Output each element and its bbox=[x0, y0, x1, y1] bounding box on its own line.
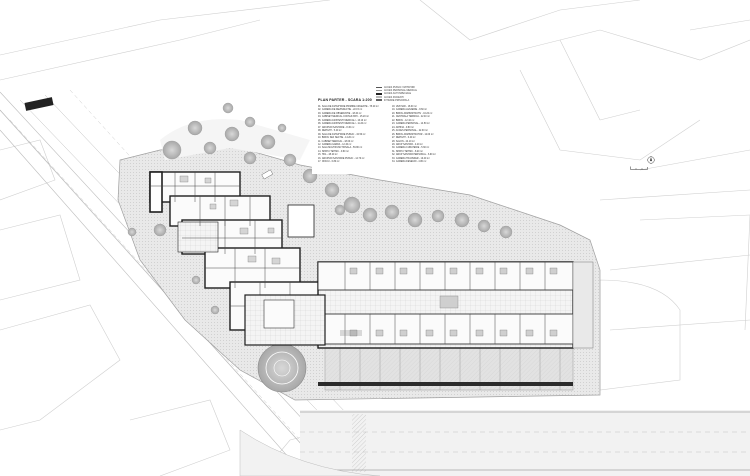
room-entry: 12. CAMERA GARDA - 12.40 m² bbox=[318, 143, 352, 146]
room-entry: 27. DEPOZIT - 6.40 m² bbox=[392, 137, 416, 140]
plan-title: PLAN PARTER - SCARA 1:200 bbox=[318, 98, 372, 102]
access-legend: ACCES PUBLIC VIZITATORI ACCES PERSONAL M… bbox=[376, 86, 417, 102]
legend-item: INTRARE PRINCIPALA bbox=[376, 99, 417, 102]
room-entry: 02. CAMERA DE DEZINFECTIE - 22.15 m² bbox=[318, 109, 363, 112]
room-entry: 06. CAMERA ASISTENTI MEDICALI - 11.20 m² bbox=[318, 123, 367, 126]
legend-item: ACCES PERSONAL MEDICAL bbox=[376, 89, 417, 92]
room-schedule-left: 01. SALA DE ASTEPTARE PRIMIRE URGENTE - … bbox=[318, 106, 379, 165]
legend-item: ACCES PACIENTI bbox=[376, 96, 417, 99]
room-entry: 34. CAMERA DESEURI - 4.80 m² bbox=[392, 161, 427, 164]
legend-panel bbox=[312, 78, 655, 174]
room-entry: 05. CAMERA ASISTENTI MEDICALI - 16.10 m² bbox=[318, 119, 367, 122]
room-entry: 32. GRUP SANITAR PERSONAL - 6.90 m² bbox=[392, 154, 436, 157]
room-entry: 10. BIROU SEF SECTIE - 14.20 m² bbox=[318, 137, 355, 140]
room-entry: 09. SALA DE ASTEPTARE PUBLIC - 34.50 m² bbox=[318, 133, 366, 136]
room-entry: 30. CAMERA CURATENIE - 5.60 m² bbox=[392, 147, 430, 150]
room-entry: 18. VESTIAR - 18.30 m² bbox=[392, 106, 417, 108]
north-arrow-icon bbox=[647, 156, 655, 164]
scale-bar bbox=[630, 166, 648, 170]
parking-canopy bbox=[318, 347, 574, 391]
room-entry: 01. SALA DE ASTEPTARE PRIMIRE URGENTE - … bbox=[318, 106, 379, 108]
room-entry: 04. CABINET MEDICAL CONSULTATII - 15.20 … bbox=[318, 116, 369, 119]
east-wing-partitions bbox=[344, 262, 546, 344]
trees bbox=[127, 102, 513, 315]
room-entry: 26. BIROU ADMINISTRATOR - 12.00 m² bbox=[392, 133, 434, 136]
room-entry: 21. CENTRALA TERMICA - 22.40 m² bbox=[392, 116, 430, 119]
room-entry: 19. CAMERA LENJERIE - 8.60 m² bbox=[392, 109, 427, 112]
room-entry: 11. CABINET MEDICAL - 18.00 m² bbox=[318, 140, 354, 143]
room-entry: 25. ACCES PERSONAL - 22.30 m² bbox=[392, 130, 428, 133]
room-entry: 33. CAMERA TRANSFER - 10.40 m² bbox=[392, 157, 430, 160]
legend-item: ACCES PUBLIC VIZITATORI bbox=[376, 86, 417, 89]
east-wing-fixtures bbox=[349, 267, 558, 337]
room-entry: 24. ARHIVA - 9.80 m² bbox=[392, 126, 414, 129]
room-entry: 03. CAMERA DE OBSERVATIE - 18.40 m² bbox=[318, 112, 362, 115]
room-entry: 17. OFICIU - 6.80 m² bbox=[318, 161, 340, 164]
room-schedule-right: 18. VESTIAR - 18.30 m² 19. CAMERA LENJER… bbox=[392, 106, 436, 165]
legend-item: ACCES AUTOSPECIALE bbox=[376, 92, 417, 95]
circular-plaza bbox=[257, 343, 307, 393]
room-entry: 28. SALON - 24.10 m² bbox=[392, 140, 415, 143]
room-entry: 22. BIROU - 12.10 m² bbox=[392, 119, 415, 122]
room-entry: 16. GRUPURI SANITARE PUBLIC - 14.70 m² bbox=[318, 157, 365, 160]
room-entry: 31. SPATIU TEHNIC - 8.20 m² bbox=[392, 150, 423, 153]
room-entry: 20. BIROU ADMINISTRATIV - 16.20 m² bbox=[392, 112, 433, 115]
room-entry: 14. SPATIU TEHNIC - 9.60 m² bbox=[318, 150, 349, 153]
bottom-street bbox=[300, 410, 750, 476]
room-entry: 29. GRUP SANITAR - 4.20 m² bbox=[392, 143, 423, 146]
room-entry: 15. HOL - 48.20 m² bbox=[318, 154, 338, 157]
room-entry: 08. DEPOZIT - 5.40 m² bbox=[318, 130, 342, 133]
room-entry: 13. SALA MULTIFUNCTIONALA - 56.80 m² bbox=[318, 147, 363, 150]
room-entry: 23. CAMERA PERSONAL - 14.50 m² bbox=[392, 123, 430, 126]
room-entry: 07. GRUPURI SANITARE - 8.30 m² bbox=[318, 126, 355, 129]
